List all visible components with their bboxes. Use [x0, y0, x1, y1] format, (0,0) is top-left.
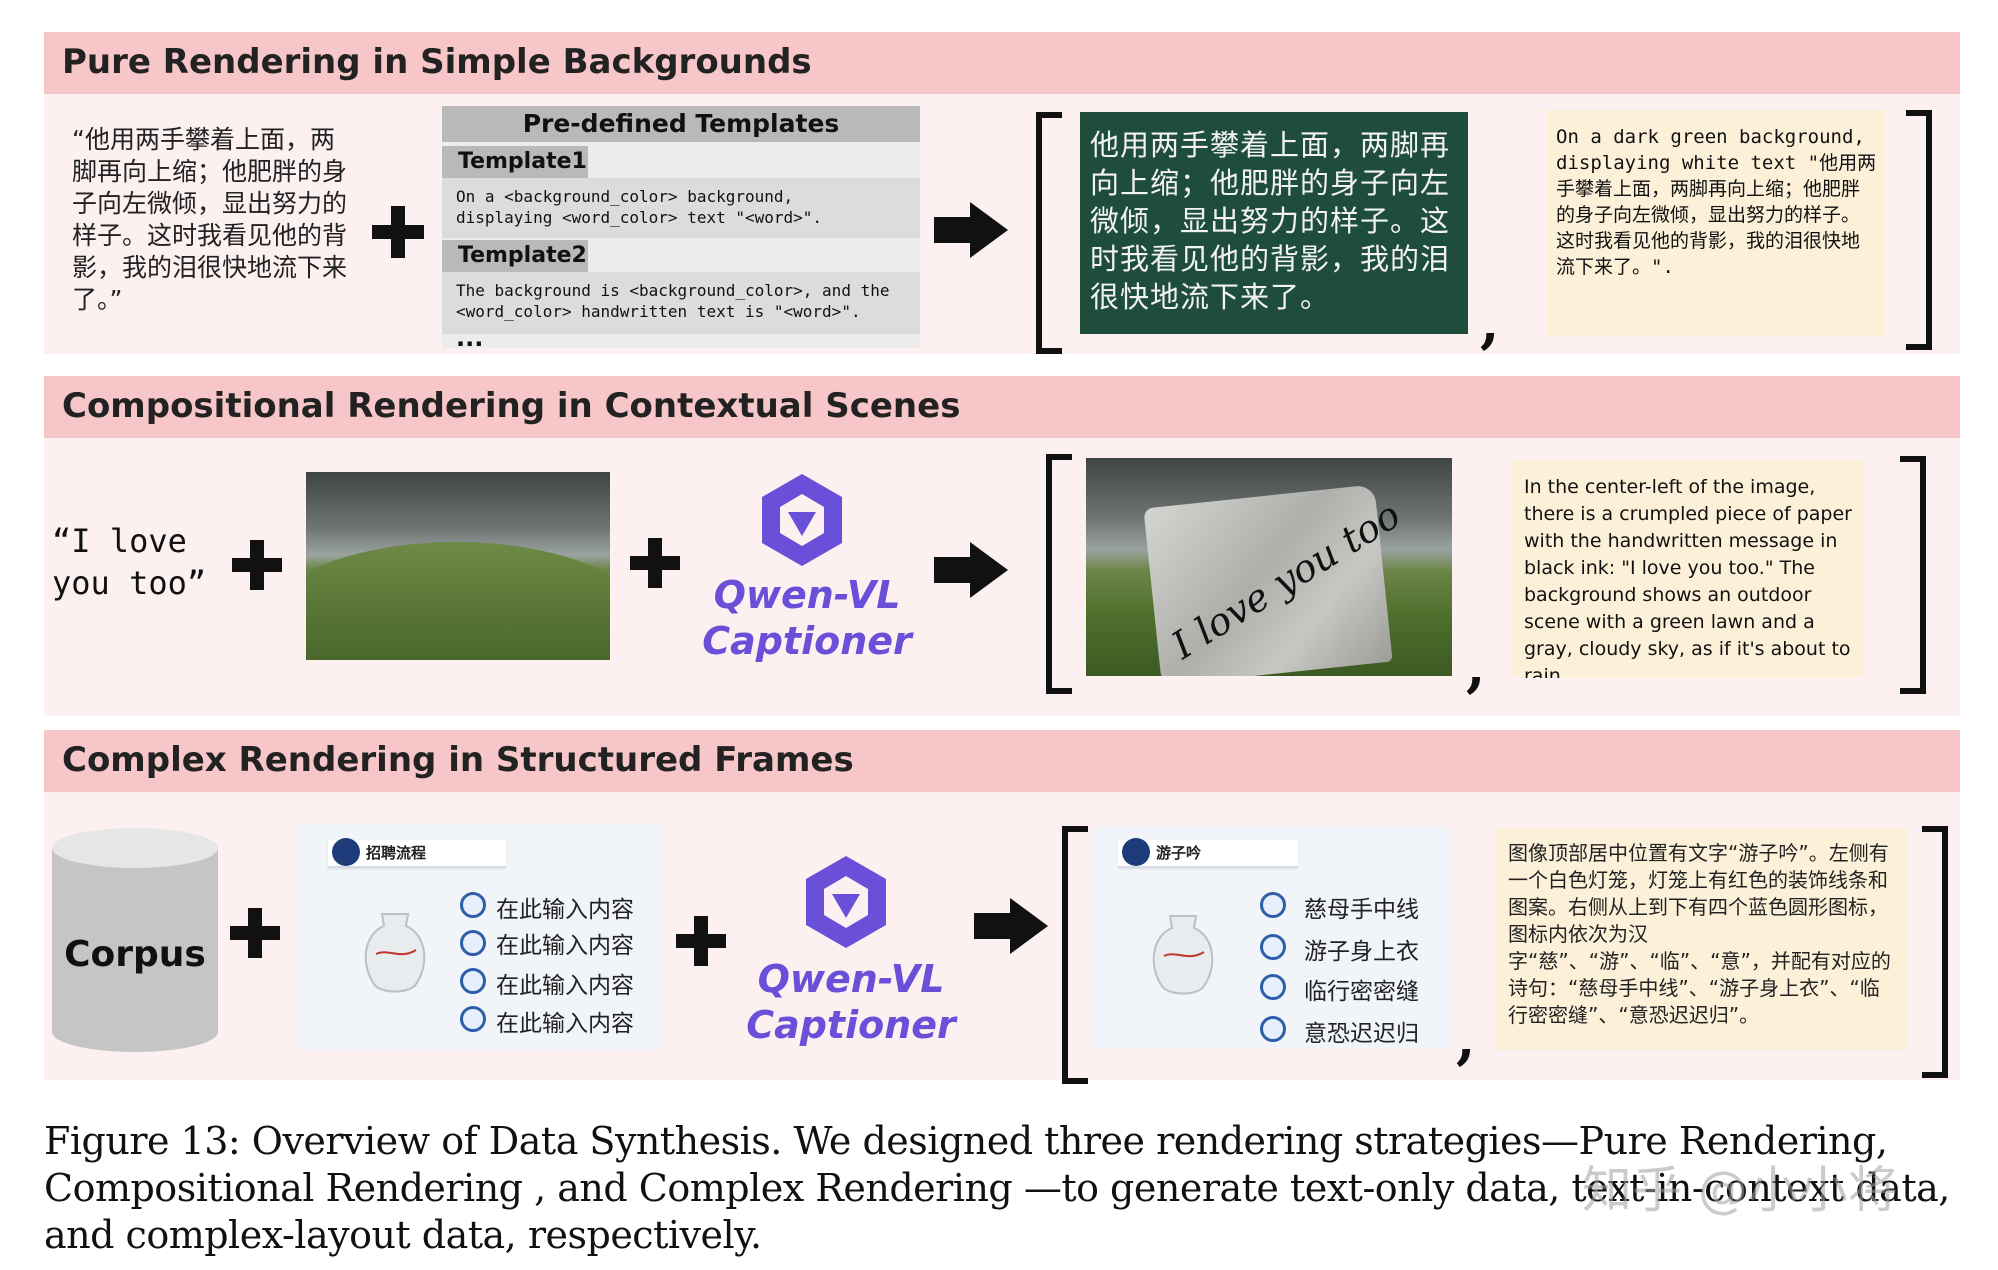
numbered-bullet-icon [1260, 892, 1286, 918]
captioner-label: Captioner [746, 1003, 956, 1047]
qwen-logo-icon [752, 470, 852, 570]
plus-icon [630, 538, 680, 588]
qwen-logo-icon [796, 852, 896, 952]
bullet-text: 在此输入内容 [496, 973, 634, 999]
numbered-bullet-icon [1260, 974, 1286, 1000]
pure-caption: On a dark green background, displaying w… [1546, 110, 1886, 336]
template2-text: The background is <background_color>, an… [456, 281, 890, 321]
bullet-text: 在此输入内容 [496, 933, 634, 959]
bullet-text: 游子身上衣 [1304, 939, 1419, 965]
slide-title: 招聘流程 [328, 838, 506, 868]
template-slide: 招聘流程 在此输入内容 在此输入内容 在此输入内容 在此输入内容 [298, 824, 662, 1050]
bullet-text: 意恐迟迟归 [1304, 1021, 1419, 1047]
chalkboard-rendered-text: 他用两手攀着上面，两脚再向上缩；他肥胖的身子向左微倾，显出努力的样子。这时我看见… [1080, 112, 1468, 334]
compositional-input-text: “I love you too” [52, 522, 207, 602]
numbered-bullet-icon [460, 968, 486, 994]
left-bracket [1046, 454, 1072, 694]
arrow-right-icon [974, 898, 1048, 954]
templates-box: Pre-defined Templates Template1 On a <ba… [442, 106, 920, 352]
right-bracket [1900, 456, 1926, 694]
compositional-rendering-header: Compositional Rendering in Contextual Sc… [44, 376, 1960, 438]
qwen-vl-label: Qwen-VL [713, 573, 901, 617]
right-bracket [1922, 826, 1948, 1078]
slide-badge-icon [332, 838, 360, 866]
section-title: Complex Rendering in Structured Frames [62, 740, 854, 780]
comma: , [1456, 1006, 1476, 1072]
numbered-bullet-icon [460, 930, 486, 956]
vase-illustration [360, 904, 430, 1004]
landscape-scene-image [306, 472, 610, 660]
hill-shape [306, 542, 610, 660]
plus-icon [230, 908, 280, 958]
output-scene-image: I love you too [1086, 458, 1452, 676]
bullet-text: 在此输入内容 [496, 897, 634, 923]
plus-icon [676, 916, 726, 966]
right-bracket [1906, 110, 1932, 350]
vase-illustration [1148, 906, 1218, 1006]
numbered-bullet-icon [460, 892, 486, 918]
captioner-label: Captioner [702, 619, 912, 663]
left-bracket [1036, 112, 1062, 354]
pure-rendering-header: Pure Rendering in Simple Backgrounds [44, 32, 1960, 94]
qwen-vl-label: Qwen-VL [757, 957, 945, 1001]
bullet-text: 慈母手中线 [1304, 897, 1419, 923]
figure-caption: Figure 13: Overview of Data Synthesis. W… [44, 1119, 1950, 1257]
slide-title: 游子吟 [1118, 838, 1298, 868]
output-slide: 游子吟 慈母手中线 游子身上衣 临行密密缝 意恐迟迟归 [1092, 826, 1452, 1048]
comma: , [1480, 290, 1500, 356]
plus-icon [232, 540, 282, 590]
template1-text: On a <background_color> background, disp… [456, 187, 823, 227]
pure-input-text: “他用两手攀着上面，两脚再向上缩；他肥胖的身子向左微倾，显出努力的样子。这时我看… [72, 125, 348, 314]
template2-label: Template2 [442, 240, 588, 272]
template1-label: Template1 [442, 146, 588, 178]
template-ellipsis: ... [456, 324, 484, 352]
bullet-text: 在此输入内容 [496, 1011, 634, 1037]
comma: , [1466, 634, 1486, 700]
arrow-right-icon [934, 542, 1008, 598]
corpus-label: Corpus [64, 934, 206, 975]
template2-text-area [442, 272, 920, 334]
slide-title-text: 游子吟 [1156, 844, 1202, 862]
template1-text-area [442, 178, 920, 238]
templates-title: Pre-defined Templates [442, 106, 920, 142]
compositional-caption: In the center-left of the image, there i… [1512, 460, 1864, 678]
arrow-right-icon [934, 202, 1008, 258]
watermark: 知乎 @小小将 [1582, 1161, 1898, 1219]
complex-caption: 图像顶部居中位置有文字“游子吟”。左侧有一个白色灯笼，灯笼上有红色的装饰线条和图… [1496, 828, 1908, 1050]
slide-badge-icon [1122, 838, 1150, 866]
complex-rendering-header: Complex Rendering in Structured Frames [44, 730, 1960, 792]
corpus-database-icon [50, 826, 220, 1056]
section-title: Compositional Rendering in Contextual Sc… [62, 386, 961, 426]
slide-title-text: 招聘流程 [366, 844, 427, 862]
numbered-bullet-icon [1260, 1016, 1286, 1042]
bullet-text: 临行密密缝 [1304, 979, 1419, 1005]
numbered-bullet-icon [1260, 934, 1286, 960]
left-bracket [1062, 826, 1088, 1084]
numbered-bullet-icon [460, 1006, 486, 1032]
plus-icon [372, 206, 424, 258]
section-title: Pure Rendering in Simple Backgrounds [62, 42, 812, 82]
